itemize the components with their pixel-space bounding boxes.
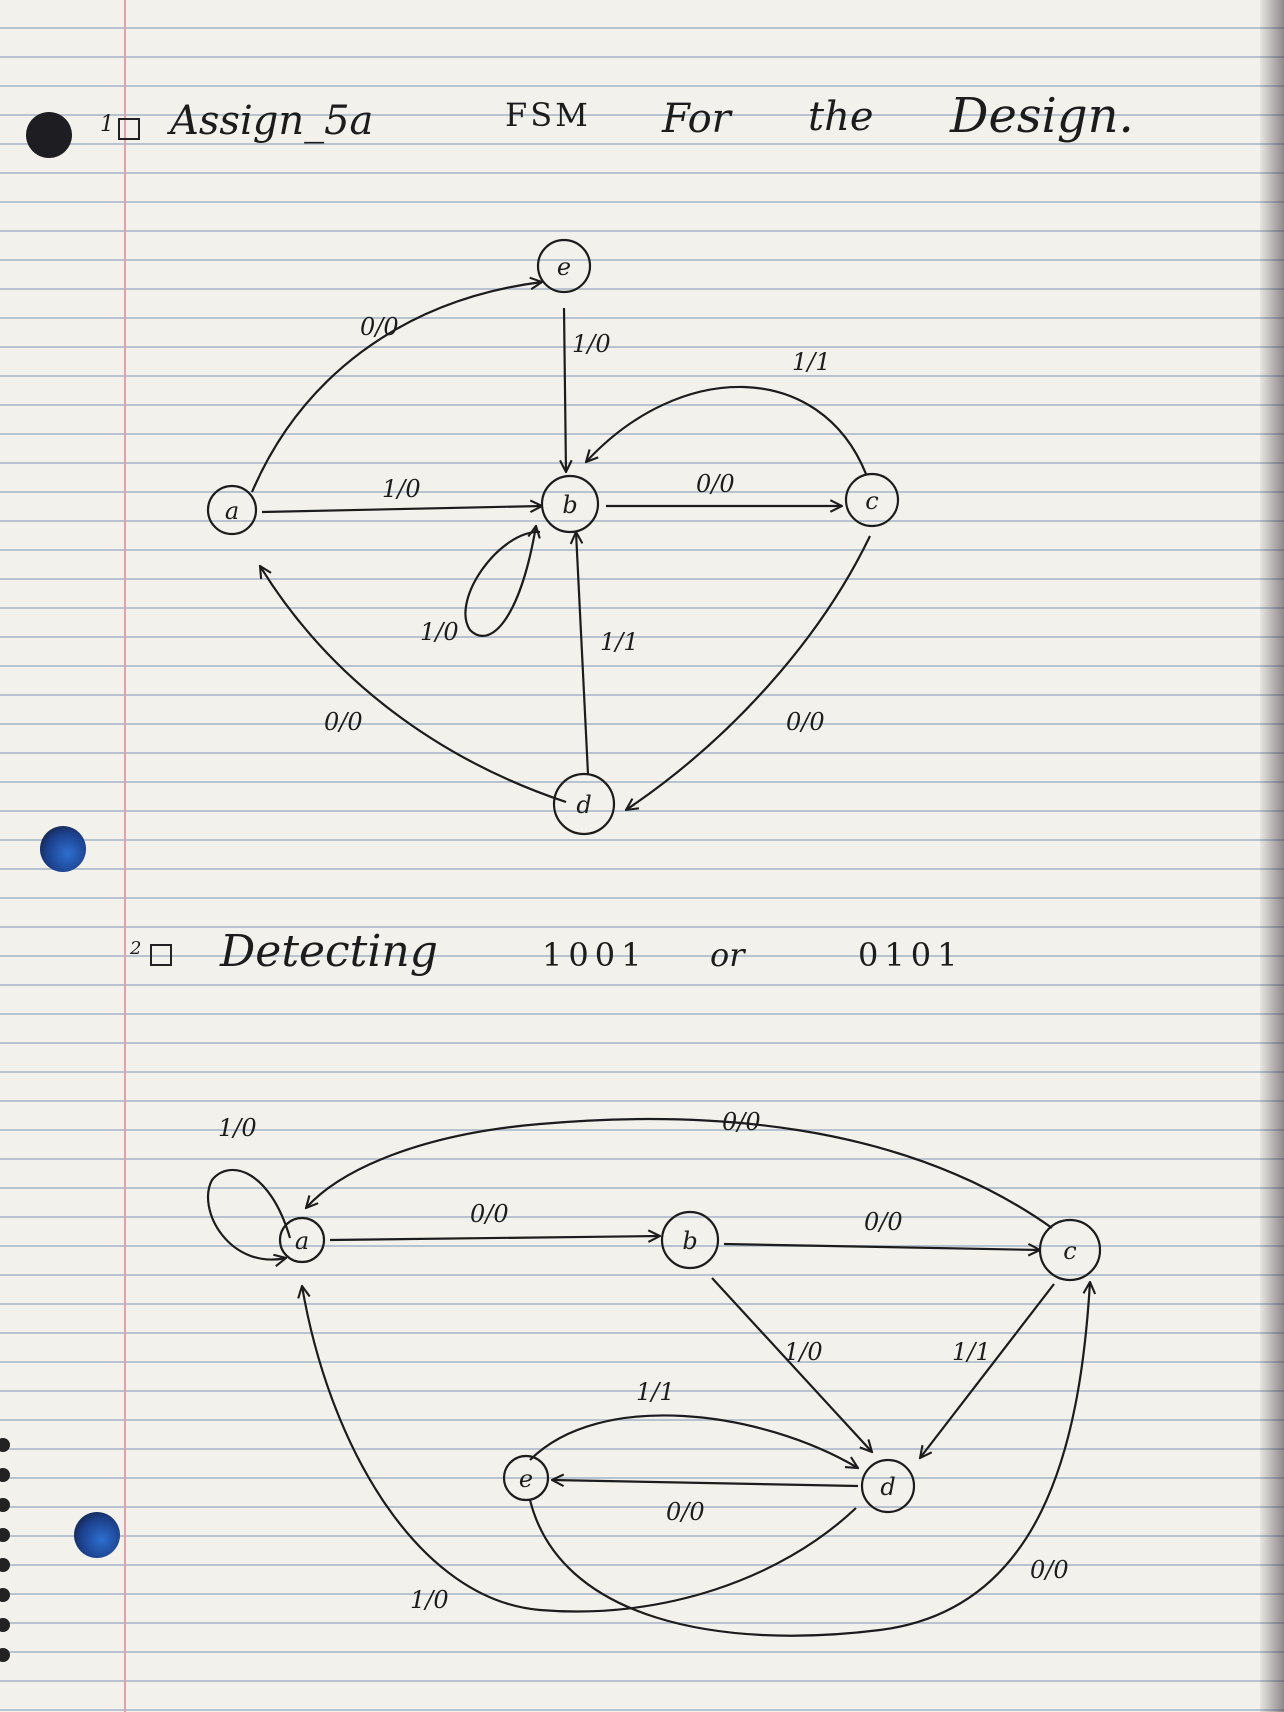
for-word: For: [662, 96, 731, 142]
state-c: [844, 472, 900, 528]
the-word: the: [808, 94, 874, 140]
edge-label: 0/0: [360, 313, 399, 341]
state-c: [1038, 1218, 1102, 1282]
detecting-word: Detecting: [220, 926, 438, 977]
margin-line: [124, 0, 126, 1712]
diagram-2: [206, 1117, 1102, 1637]
item-number: 2: [130, 938, 142, 959]
edge-d-a: [260, 566, 567, 804]
diagram-1-labels: a b c d e 0/0 1/0 1/0 1/0 0/0 1/1 0/0 1/…: [225, 253, 879, 819]
spiral-ring: [0, 1438, 10, 1452]
edge-d-e: [552, 1480, 859, 1488]
edge-label: 0/0: [666, 1498, 705, 1526]
edge-a-b: [261, 506, 542, 514]
spiral-ring: [0, 1648, 10, 1662]
sequence-1001: 1001: [542, 936, 648, 974]
edge-b-d: [711, 1277, 872, 1452]
edge-label: 0/0: [786, 708, 825, 736]
edge-label: 1/0: [784, 1338, 823, 1366]
edge-label: 0/0: [1030, 1556, 1069, 1584]
edge-e-d: [529, 1414, 858, 1468]
edge-label: 0/0: [470, 1200, 509, 1228]
spiral-ring: [0, 1618, 10, 1632]
diagram-1: [206, 238, 900, 836]
edge-b-b-loop: [464, 526, 540, 637]
state-a: [206, 484, 258, 536]
binder-hole-middle: [40, 826, 86, 872]
edge-label: 0/0: [324, 708, 363, 736]
edge-label: 1/1: [636, 1378, 675, 1406]
edge-label: 1/0: [410, 1586, 449, 1614]
or-word: or: [710, 936, 745, 974]
diagram-2-labels: a b c d e 1/0 0/0 0/0 0/0 1/0 1/1 1/1 0/…: [218, 1108, 1077, 1614]
item-number: 1: [100, 112, 114, 137]
edge-d-b: [576, 532, 590, 775]
spiral-ring: [0, 1558, 10, 1572]
edge-label: 1/1: [792, 348, 831, 376]
edge-c-a: [306, 1117, 1053, 1229]
edge-label: 1/0: [420, 618, 459, 646]
edge-c-b: [586, 385, 868, 475]
spiral-ring: [0, 1588, 10, 1602]
state-a-label: a: [295, 1227, 309, 1255]
state-a-label: a: [225, 497, 239, 525]
state-d-label: d: [880, 1473, 895, 1501]
state-d-label: d: [576, 791, 591, 819]
edge-label: 0/0: [722, 1108, 761, 1136]
edge-label: 1/0: [572, 330, 611, 358]
sequence-0101: 0101: [858, 936, 964, 974]
edge-c-d: [626, 535, 871, 810]
state-c-label: c: [865, 487, 878, 515]
checkbox-mark: [118, 118, 140, 140]
edge-label: 1/1: [952, 1338, 991, 1366]
edge-label: 0/0: [696, 470, 735, 498]
state-e-label: e: [519, 1465, 533, 1493]
edge-c-d: [920, 1283, 1055, 1458]
edge-label: 0/0: [864, 1208, 903, 1236]
edge-d-a: [302, 1286, 857, 1613]
fsm-word: FSM: [505, 96, 591, 134]
state-b: [540, 474, 600, 534]
state-b-label: b: [682, 1227, 697, 1255]
edge-e-c: [528, 1282, 1090, 1637]
state-d: [860, 1458, 916, 1514]
state-a: [278, 1216, 326, 1264]
state-e: [502, 1454, 550, 1502]
edge-label: 1/1: [600, 628, 639, 656]
state-e: [536, 238, 592, 294]
edge-b-c: [723, 1242, 1040, 1250]
state-c-label: c: [1063, 1237, 1076, 1265]
spiral-ring: [0, 1468, 10, 1482]
state-b: [660, 1210, 720, 1270]
edge-label: 1/0: [382, 475, 421, 503]
spiral-ring: [0, 1528, 10, 1542]
state-e-label: e: [557, 253, 571, 281]
edge-a-b: [329, 1236, 660, 1240]
state-d: [552, 772, 616, 836]
edge-label: 1/0: [218, 1114, 257, 1142]
design-word: Design.: [950, 88, 1134, 144]
binder-hole-top: [26, 112, 72, 158]
spiral-ring: [0, 1498, 10, 1512]
edge-a-e: [250, 282, 542, 493]
assignment-name: Assign_5a: [170, 98, 374, 144]
state-b-label: b: [562, 491, 577, 519]
checkbox-mark: [150, 944, 172, 966]
edge-a-a-loop: [206, 1169, 292, 1260]
edge-e-b: [564, 307, 566, 472]
binder-hole-bottom: [74, 1512, 120, 1558]
